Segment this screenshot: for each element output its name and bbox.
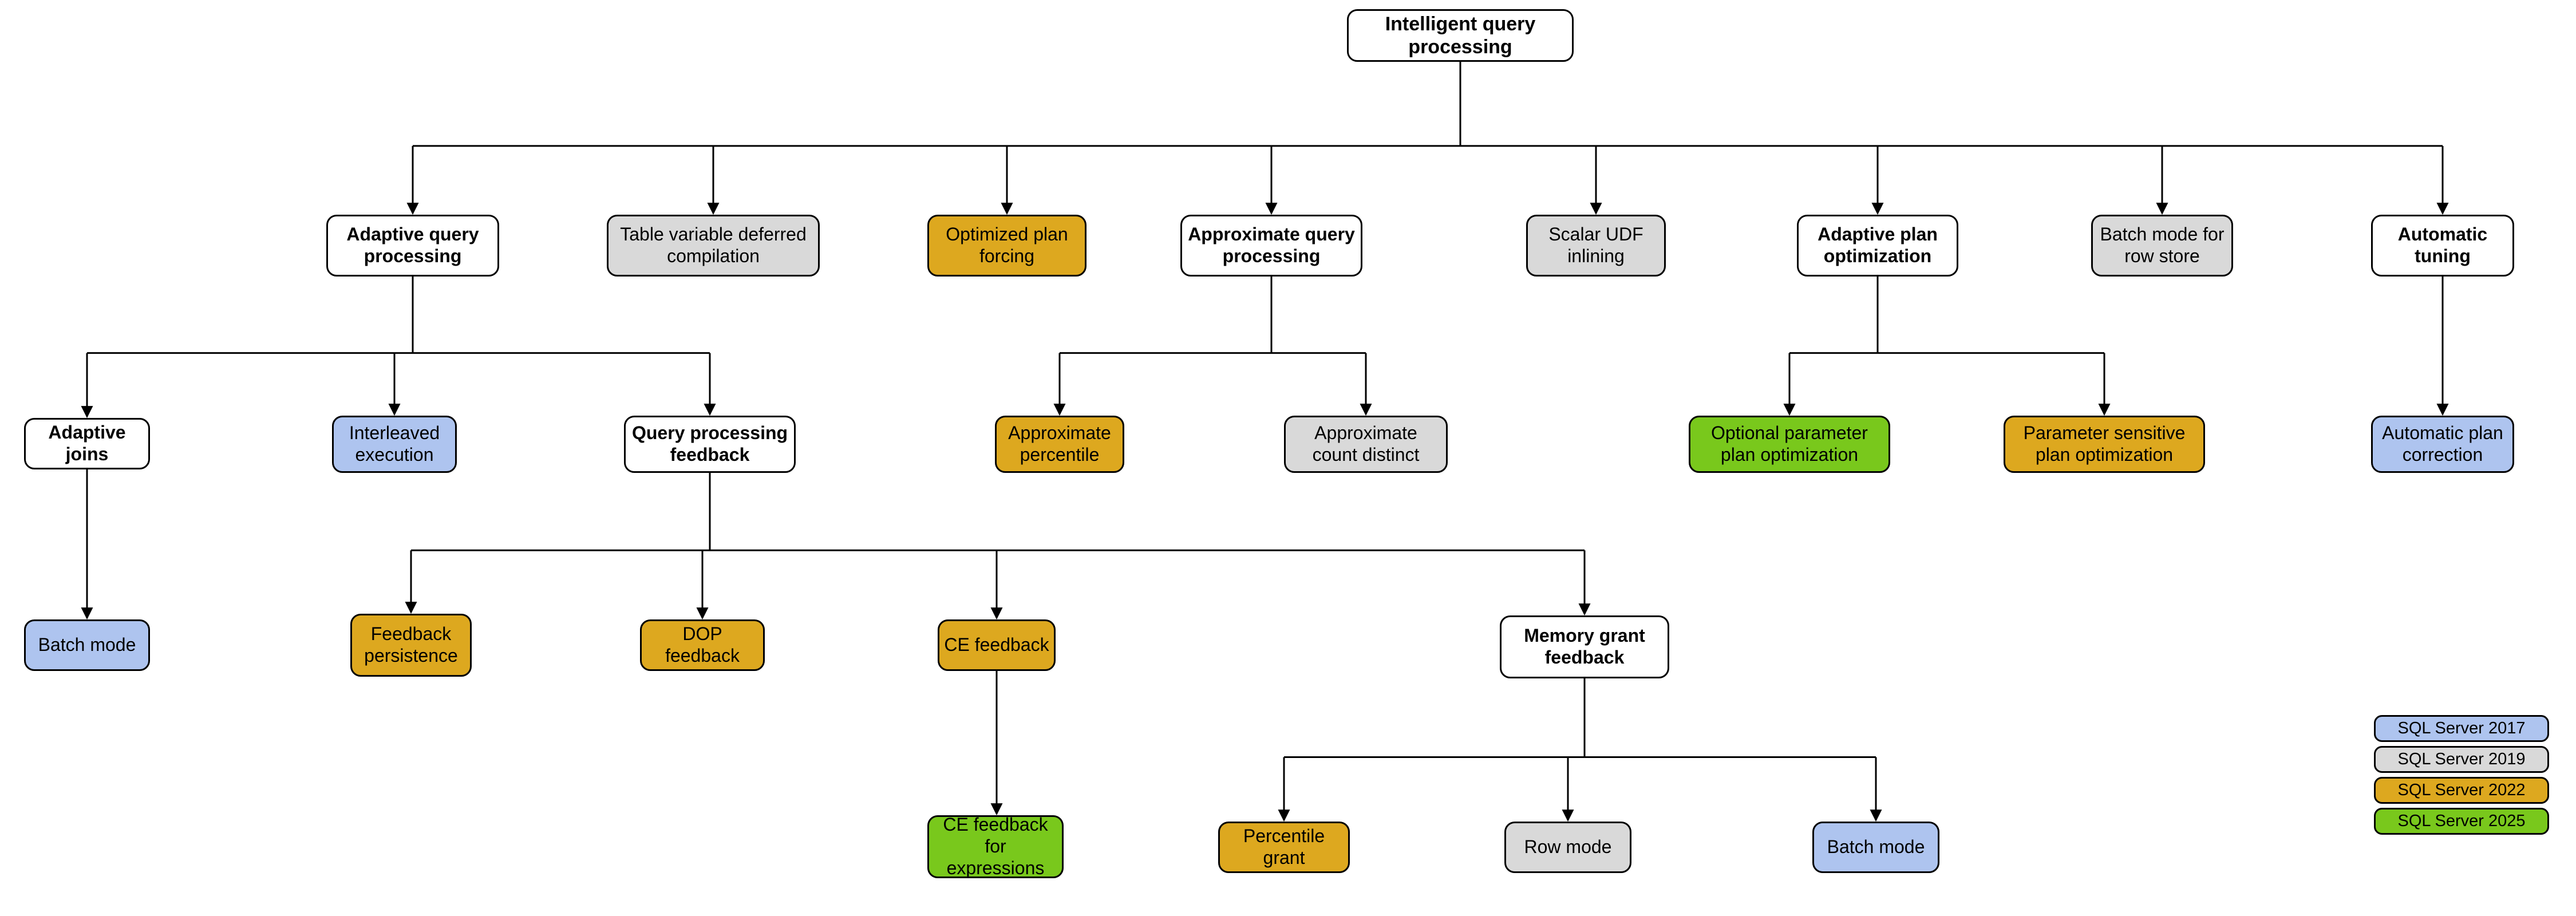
- node-dopfb[interactable]: DOP feedback: [640, 619, 765, 671]
- node-bmrs[interactable]: Batch mode for row store: [2091, 215, 2233, 277]
- node-approxp[interactable]: Approximate percentile: [995, 416, 1124, 473]
- node-qpf[interactable]: Query processing feedback: [624, 416, 796, 473]
- node-bmode2[interactable]: Batch mode: [1812, 822, 1939, 873]
- node-sudf[interactable]: Scalar UDF inlining: [1526, 215, 1666, 277]
- legend-item-sql-server-2017: SQL Server 2017: [2374, 715, 2549, 742]
- legend-item-sql-server-2025: SQL Server 2025: [2374, 808, 2549, 835]
- node-root[interactable]: Intelligent query processing: [1347, 9, 1574, 62]
- node-fbpers[interactable]: Feedback persistence: [350, 614, 472, 677]
- node-cefbexp[interactable]: CE feedback for expressions: [927, 814, 1064, 878]
- node-pctgrant[interactable]: Percentile grant: [1218, 822, 1350, 873]
- legend-item-sql-server-2019: SQL Server 2019: [2374, 746, 2549, 773]
- node-pspo[interactable]: Parameter sensitive plan optimization: [2004, 416, 2205, 473]
- node-approxqp[interactable]: Approximate query processing: [1180, 215, 1362, 277]
- legend-item-sql-server-2022: SQL Server 2022: [2374, 777, 2549, 804]
- node-apc[interactable]: Automatic plan correction: [2371, 416, 2514, 473]
- node-rowmode[interactable]: Row mode: [1504, 822, 1631, 873]
- node-at[interactable]: Automatic tuning: [2371, 215, 2514, 277]
- node-approxcd[interactable]: Approximate count distinct: [1284, 416, 1448, 473]
- node-ajoins[interactable]: Adaptive joins: [24, 418, 150, 469]
- node-aqp[interactable]: Adaptive query processing: [326, 215, 499, 277]
- node-opf[interactable]: Optimized plan forcing: [927, 215, 1086, 277]
- node-ilexec[interactable]: Interleaved execution: [332, 416, 457, 473]
- node-tvdc[interactable]: Table variable deferred compilation: [607, 215, 820, 277]
- node-bmode1[interactable]: Batch mode: [24, 619, 150, 671]
- node-mgf[interactable]: Memory grant feedback: [1500, 615, 1669, 678]
- node-oppo[interactable]: Optional parameter plan optimization: [1689, 416, 1890, 473]
- node-cefb[interactable]: CE feedback: [938, 619, 1056, 671]
- node-apo[interactable]: Adaptive plan optimization: [1797, 215, 1958, 277]
